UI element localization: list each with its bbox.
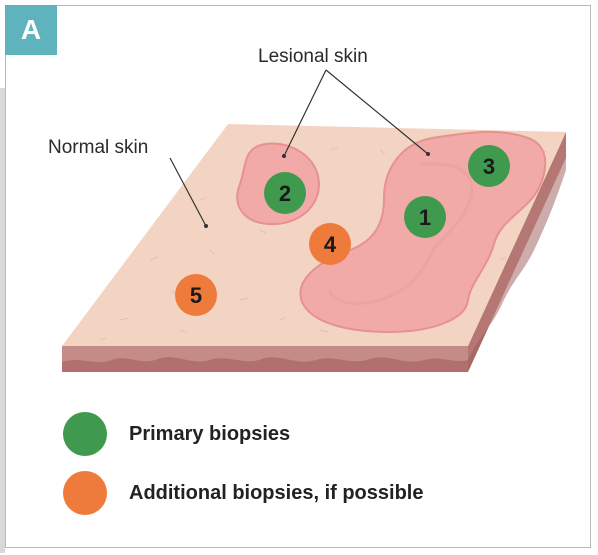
normal-skin-label: Normal skin	[48, 137, 148, 159]
biopsy-number-2: 2	[279, 181, 291, 206]
legend-primary-label: Primary biopsies	[129, 423, 290, 446]
biopsy-number-5: 5	[190, 283, 202, 308]
biopsy-marker-2: 2	[264, 172, 306, 214]
legend-additional-swatch	[63, 471, 107, 515]
legend-additional: Additional biopsies, if possible	[63, 471, 423, 515]
biopsy-number-1: 1	[419, 205, 431, 230]
biopsy-marker-5: 5	[175, 274, 217, 316]
legend-primary: Primary biopsies	[63, 412, 290, 456]
biopsy-number-3: 3	[483, 154, 495, 179]
lesional-skin-label: Lesional skin	[258, 46, 368, 68]
legend-additional-label: Additional biopsies, if possible	[129, 482, 423, 505]
biopsy-marker-1: 1	[404, 196, 446, 238]
biopsy-marker-4: 4	[309, 223, 351, 265]
legend-primary-swatch	[63, 412, 107, 456]
biopsy-marker-3: 3	[468, 145, 510, 187]
biopsy-number-4: 4	[324, 232, 337, 257]
